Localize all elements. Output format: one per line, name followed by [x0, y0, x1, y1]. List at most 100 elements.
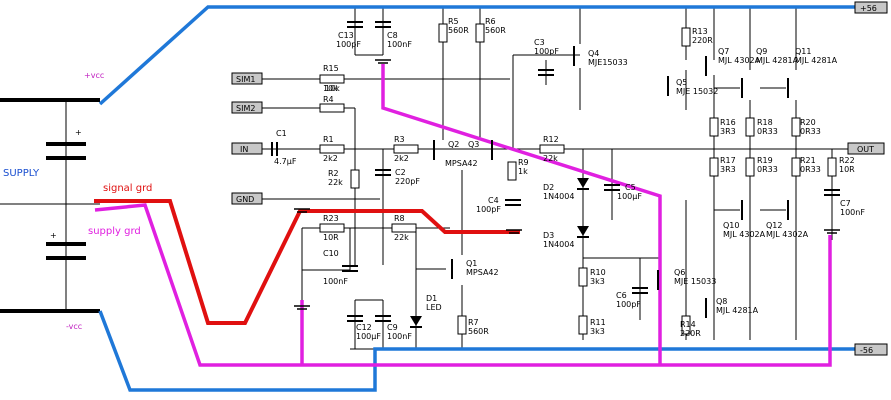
part-ref: Q3 — [468, 140, 479, 149]
capacitors — [271, 21, 840, 322]
part-ref: Q10 — [723, 221, 739, 230]
part-ref: Q9 — [756, 47, 767, 56]
part-ref: C10 — [323, 249, 339, 258]
part-ref: Q6 — [674, 268, 685, 277]
svg-text:GND: GND — [236, 195, 254, 204]
supply-grd-label: supply grd — [88, 226, 141, 237]
part-value: 1N4004 — [543, 192, 574, 201]
part-ref: Q1 — [466, 259, 477, 268]
part-ref: R14 — [680, 320, 696, 329]
part-value: 100pF — [336, 40, 361, 49]
part-ref: R15 — [323, 64, 339, 73]
svg-text:+56: +56 — [860, 4, 877, 13]
svg-text:OUT: OUT — [857, 145, 874, 154]
positive-rail-wire — [98, 5, 855, 106]
svg-text:C14.7µF: C14.7µF — [274, 129, 297, 166]
supply-label: SUPPLY — [3, 168, 40, 179]
part-ref: Q4 — [588, 49, 599, 58]
svg-text:IN: IN — [240, 145, 248, 154]
signal-grd-label: signal grd — [103, 183, 152, 194]
part-value: 220R — [680, 329, 701, 338]
part-ref: Q12 — [766, 221, 782, 230]
part-value: MJL 4302A — [723, 230, 766, 239]
part-value: 3R3 — [720, 165, 736, 174]
part-ref: R3 — [394, 135, 405, 144]
led-icon — [410, 316, 422, 326]
port-tags: +56 -56 SIM1 SIM2 IN GND OUT — [231, 1, 888, 356]
supply-ground-wire — [381, 64, 662, 365]
part-ref: R18 — [757, 118, 773, 127]
negative-rail-wire — [98, 310, 855, 392]
svg-text:R4: R4 — [323, 95, 334, 104]
part-ref: Q8 — [716, 297, 727, 306]
part-ref: R22 — [839, 156, 855, 165]
part-ref: R12 — [543, 135, 559, 144]
part-ref: R16 — [720, 118, 736, 127]
signal-ground-wire — [94, 199, 520, 325]
part-value: 22k — [543, 154, 558, 163]
supply-ground-wire — [94, 203, 832, 367]
part-value: 100nF — [387, 332, 412, 341]
part-ref: R7 — [468, 318, 479, 327]
supply-section: + + SUPPLY +vcc -vcc signal grd supply g… — [0, 71, 152, 331]
part-value: 1N4004 — [543, 240, 574, 249]
part-ref: R10 — [590, 268, 606, 277]
part-value: MJL 4281A — [716, 306, 759, 315]
cap-plus-mark: + — [75, 128, 82, 137]
part-ref: C5 — [625, 183, 636, 192]
port-p56: +56 — [854, 1, 888, 14]
part-value: 220pF — [395, 177, 420, 186]
part-ref: Q5 — [676, 78, 687, 87]
part-ref: R13 — [692, 27, 708, 36]
part-value: MJE15033 — [588, 58, 628, 67]
part-ref: C2 — [395, 168, 406, 177]
part-ref: R19 — [757, 156, 773, 165]
vcc-neg-label: -vcc — [66, 322, 82, 331]
part-ref: R1 — [323, 135, 334, 144]
part-value: 560R — [485, 26, 506, 35]
part-value: 3k3 — [590, 327, 605, 336]
part-ref: R5 — [448, 17, 459, 26]
part-value: MPSA42 — [445, 159, 478, 168]
part-value: 560R — [448, 26, 469, 35]
part-value: 10k — [323, 84, 338, 93]
part-ref: R8 — [394, 214, 405, 223]
part-ref: R9 — [518, 158, 529, 167]
svg-text:-56: -56 — [860, 346, 873, 355]
part-value: MJE 15033 — [674, 277, 716, 286]
part-ref: C9 — [387, 323, 398, 332]
transistors — [433, 46, 789, 318]
part-value: 2k2 — [323, 154, 338, 163]
resistors — [319, 23, 837, 335]
part-value: 22k — [394, 233, 409, 242]
part-value: 100µF — [356, 332, 381, 341]
part-ref: C12 — [356, 323, 372, 332]
port-out: OUT — [847, 142, 885, 155]
part-value: 100pF — [616, 300, 641, 309]
